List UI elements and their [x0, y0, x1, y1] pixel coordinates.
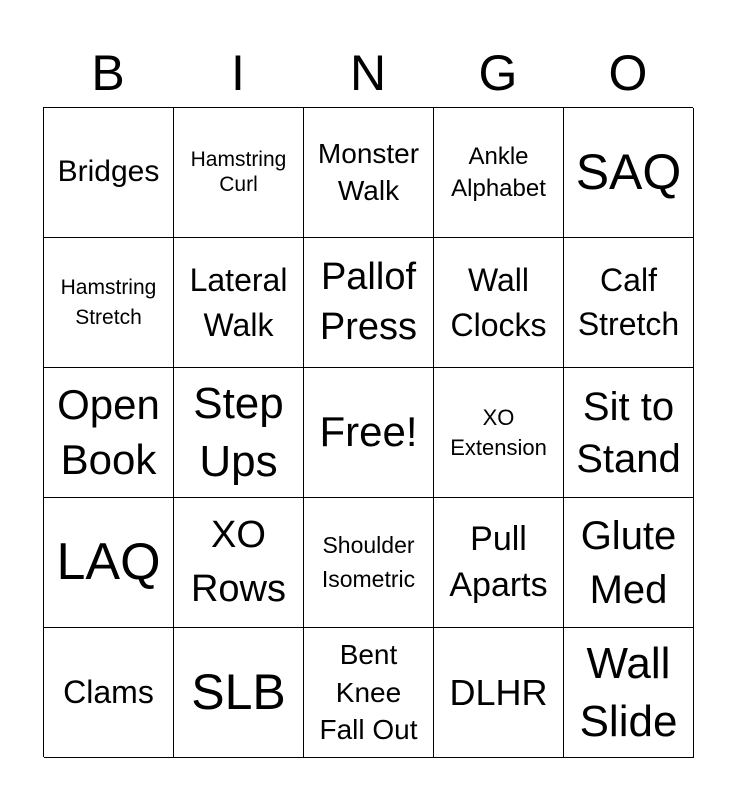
bingo-cell[interactable]: Pallof Press — [304, 238, 434, 368]
bingo-cell[interactable]: Sit to Stand — [564, 368, 694, 498]
header-letter-g: G — [478, 45, 518, 101]
bingo-cell[interactable]: DLHR — [434, 628, 564, 758]
bingo-cell[interactable]: SLB — [174, 628, 304, 758]
bingo-cell[interactable]: Open Book — [44, 368, 174, 498]
bingo-cell free-space[interactable]: SAQ — [564, 108, 694, 238]
bingo-cell[interactable]: Bridges — [44, 108, 174, 238]
bingo-header: B I N G O — [43, 40, 693, 106]
bingo-cell[interactable]: Step Ups — [174, 368, 304, 498]
bingo-cell[interactable]: Clams — [44, 628, 174, 758]
bingo-cell[interactable]: Ankle Alphabet — [434, 108, 564, 238]
bingo-cell[interactable]: XO Rows — [174, 498, 304, 628]
bingo-cell[interactable]: LAQ — [44, 498, 174, 628]
bingo-cell free-space[interactable]: Free! — [304, 368, 434, 498]
header-letter-b: B — [91, 45, 125, 101]
bingo-cell[interactable]: Hamstring Stretch — [44, 238, 174, 368]
bingo-cell[interactable]: Pull Aparts — [434, 498, 564, 628]
bingo-cell[interactable]: Glute Med — [564, 498, 694, 628]
header-letter-o: O — [608, 45, 648, 101]
bingo-cell[interactable]: Calf Stretch — [564, 238, 694, 368]
bingo-cell[interactable]: Wall Slide — [564, 628, 694, 758]
bingo-cell[interactable]: Bent Knee Fall Out — [304, 628, 434, 758]
bingo-cell[interactable]: Monster Walk — [304, 108, 434, 238]
bingo-grid: Bridges Hamstring Curl Monster Walk Ankl… — [43, 107, 694, 758]
header-letter-i: I — [231, 45, 245, 101]
header-letter-n: N — [349, 45, 387, 101]
bingo-cell[interactable]: Lateral Walk — [174, 238, 304, 368]
bingo-cell[interactable]: XO Extension — [434, 368, 564, 498]
bingo-cell[interactable]: Hamstring Curl — [174, 108, 304, 238]
bingo-cell[interactable]: Wall Clocks — [434, 238, 564, 368]
bingo-cell[interactable]: Shoulder Isometric — [304, 498, 434, 628]
